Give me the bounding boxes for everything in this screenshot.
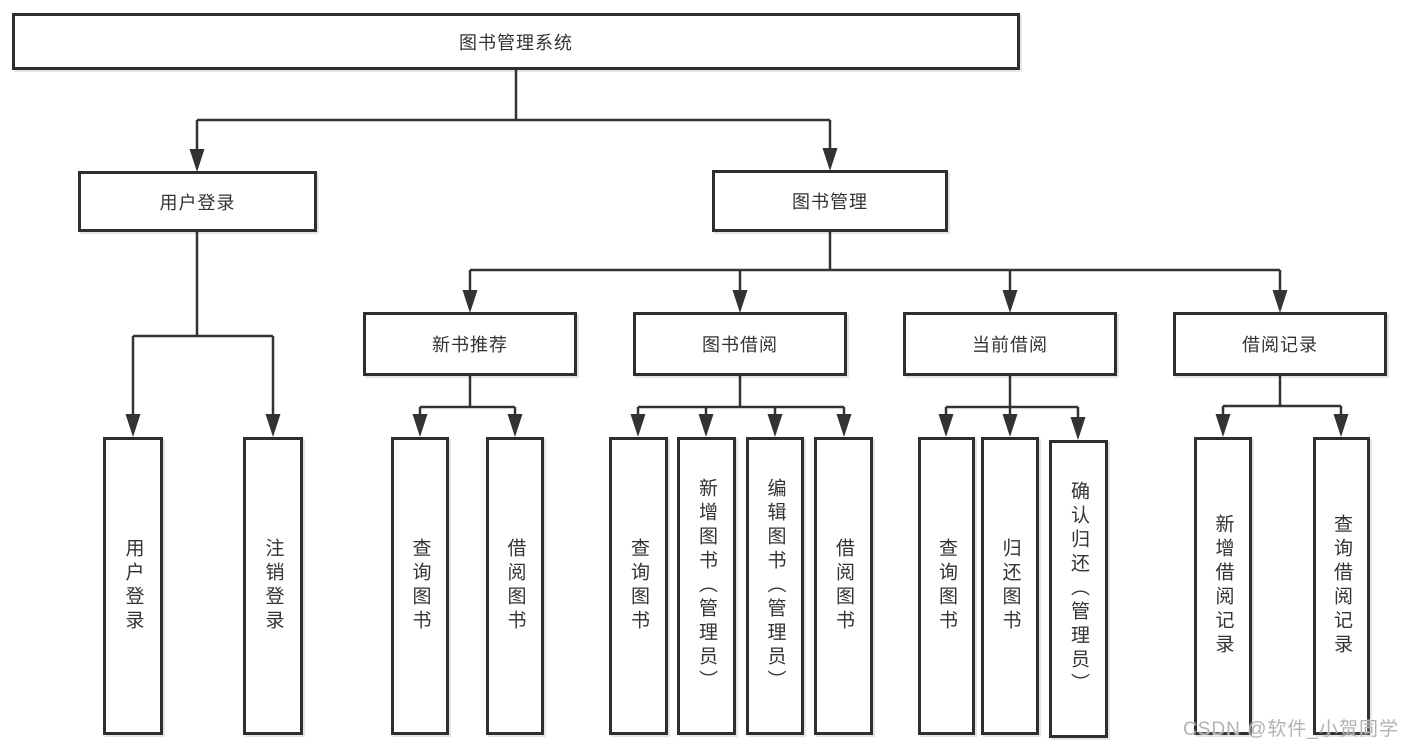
leaf-logout: 注销登录 [243, 437, 303, 735]
node-current-borrow: 当前借阅 [903, 312, 1117, 376]
leaf-edit-book-admin: 编辑图书（管理员） [746, 437, 804, 735]
leaf-query-book-3: 查询图书 [918, 437, 975, 735]
arrowheads [125, 148, 1349, 440]
leaf-query-borrow-record: 查询借阅记录 [1313, 437, 1370, 735]
node-book-management: 图书管理 [712, 170, 948, 232]
leaf-borrow-book-1: 借阅图书 [486, 437, 544, 735]
leaf-confirm-return-admin: 确认归还（管理员） [1049, 440, 1108, 738]
leaf-add-book-admin: 新增图书（管理员） [677, 437, 736, 735]
node-book-borrow: 图书借阅 [633, 312, 847, 376]
leaf-add-borrow-record: 新增借阅记录 [1194, 437, 1252, 735]
node-borrow-record: 借阅记录 [1173, 312, 1387, 376]
leaf-query-book-1: 查询图书 [391, 437, 449, 735]
csdn-watermark: CSDN @软件_小贺同学 [1183, 719, 1399, 740]
leaf-user-login: 用户登录 [103, 437, 163, 735]
node-library-system: 图书管理系统 [12, 13, 1020, 70]
node-new-book-recommend: 新书推荐 [363, 312, 577, 376]
leaf-return-book: 归还图书 [981, 437, 1039, 735]
leaf-query-book-2: 查询图书 [609, 437, 668, 735]
node-user-login: 用户登录 [78, 171, 317, 232]
leaf-borrow-book-2: 借阅图书 [814, 437, 873, 735]
